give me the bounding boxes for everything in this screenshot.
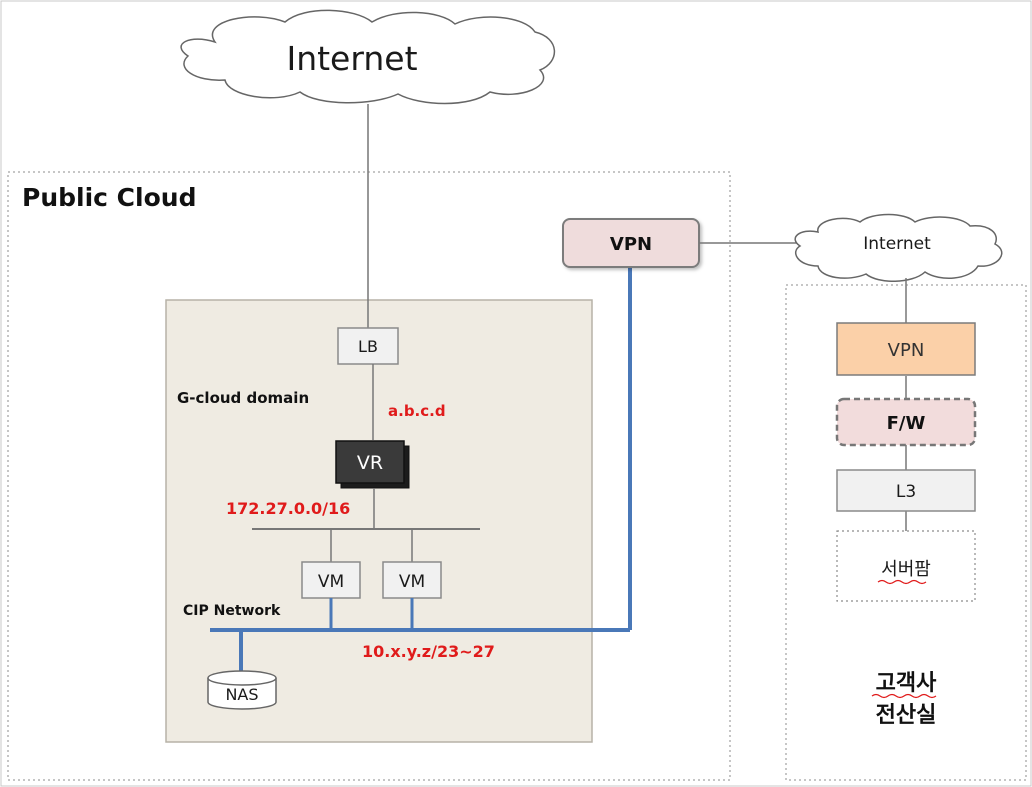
cip-network-label: CIP Network (183, 603, 281, 619)
public-cloud-label: Public Cloud (22, 183, 196, 212)
vpn-customer-label: VPN (888, 340, 925, 361)
firewall-label: F/W (887, 413, 926, 434)
spellcheck-underline (877, 579, 927, 585)
internet-cloud-top-icon (180, 9, 556, 105)
internet-top-label: Internet (286, 39, 417, 78)
l3-box (836, 469, 976, 512)
server-farm-label: 서버팜 (881, 559, 931, 580)
public-cloud-region (7, 171, 731, 781)
firewall-box (835, 397, 977, 447)
private-subnet-label: 172.27.0.0/16 (226, 499, 350, 518)
customer-site-label-line2: 전산실 (876, 703, 937, 728)
nas-icon (207, 670, 277, 710)
vpn-customer-box (836, 322, 976, 376)
lb-box (337, 327, 399, 365)
g-cloud-domain-area (165, 299, 593, 743)
vm-label-2: VM (399, 572, 425, 592)
server-farm-box (836, 530, 976, 602)
public-ip-label: a.b.c.d (388, 402, 446, 420)
vr-box (335, 440, 405, 484)
nas-label: NAS (225, 685, 258, 704)
g-cloud-domain-label: G-cloud domain (177, 389, 309, 407)
vr-label: VR (357, 452, 383, 474)
spellcheck-underline-2 (871, 693, 937, 699)
lb-label: LB (358, 337, 378, 356)
customer-site-label-line1: 고객사 (876, 671, 937, 696)
cip-subnet-label: 10.x.y.z/23~27 (362, 642, 495, 661)
l3-label: L3 (896, 482, 916, 502)
internet-cloud-right-icon (794, 213, 1003, 282)
vpn-cloud-label: VPN (610, 234, 652, 255)
vm-label-1: VM (318, 572, 344, 592)
internet-right-label: Internet (863, 234, 931, 254)
